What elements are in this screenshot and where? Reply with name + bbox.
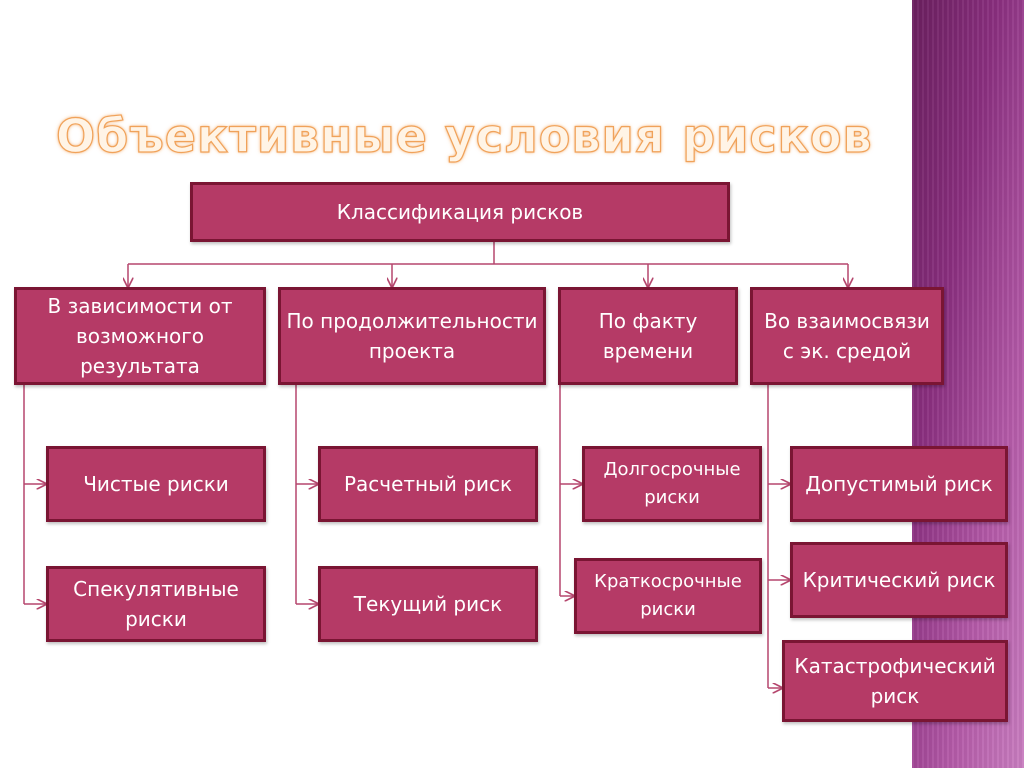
category-time: По факту времени (558, 287, 738, 385)
leaf-long-term-risks-label: Долгосрочные риски (603, 459, 741, 508)
root-label: Классификация рисков (336, 200, 584, 224)
leaf-speculative-risks: Спекулятивные риски (46, 566, 266, 642)
leaf-clean-risks: Чистые риски (46, 446, 266, 522)
category-result: В зависимости от возможного результата (14, 287, 266, 385)
leaf-calculated-risk: Расчетный риск (318, 446, 538, 522)
category-environment: Во взаимосвязи с эк. средой (750, 287, 944, 385)
leaf-acceptable-risk-label: Допустимый риск (805, 472, 993, 496)
leaf-short-term-risks: Краткосрочные риски (574, 558, 762, 634)
leaf-speculative-risks-label: Спекулятивные риски (73, 577, 239, 631)
category-time-label: По факту времени (598, 309, 698, 363)
slide-title: Объективные условия рисков (55, 108, 873, 163)
root-node: Классификация рисков (190, 182, 730, 242)
leaf-acceptable-risk: Допустимый риск (790, 446, 1008, 522)
category-duration: По продолжительности проекта (278, 287, 546, 385)
leaf-current-risk-label: Текущий риск (353, 592, 503, 616)
leaf-short-term-risks-label: Краткосрочные риски (594, 571, 742, 620)
leaf-long-term-risks: Долгосрочные риски (582, 446, 762, 522)
leaf-calculated-risk-label: Расчетный риск (343, 472, 513, 496)
leaf-catastrophic-risk-label: Катастрофический риск (794, 654, 996, 708)
category-environment-label: Во взаимосвязи с эк. средой (764, 309, 930, 363)
category-duration-label: По продолжительности проекта (286, 309, 538, 363)
leaf-critical-risk-label: Критический риск (802, 568, 996, 592)
leaf-catastrophic-risk: Катастрофический риск (782, 640, 1008, 722)
leaf-critical-risk: Критический риск (790, 542, 1008, 618)
leaf-current-risk: Текущий риск (318, 566, 538, 642)
category-result-label: В зависимости от возможного результата (47, 294, 233, 378)
leaf-clean-risks-label: Чистые риски (83, 472, 229, 496)
